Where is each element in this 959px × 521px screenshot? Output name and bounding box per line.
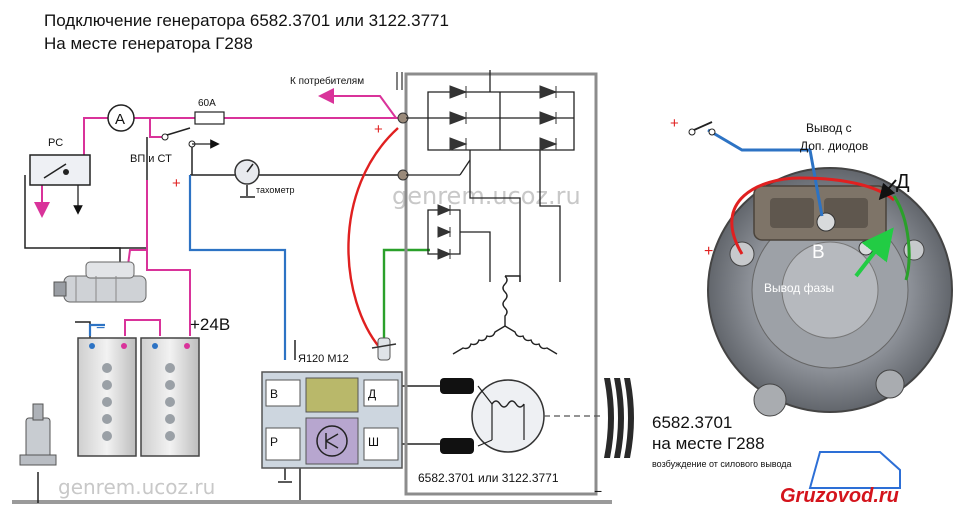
tachometer-label: тахометр	[256, 185, 294, 195]
photo-excitation: возбуждение от силового вывода	[652, 459, 792, 469]
battery-left	[77, 337, 137, 457]
fuse-label: 60А	[198, 98, 216, 109]
tachometer: тахометр	[234, 159, 294, 195]
title-line2: На месте генератора Г288	[44, 34, 253, 53]
consumers-label: К потребителям	[290, 75, 364, 87]
generator-frame: 6582.3701 или 3122.3771 −	[396, 72, 602, 499]
voltage-regulator: Я120 М12 В Р Д Ш	[261, 337, 403, 469]
relay-label: РС	[48, 137, 63, 149]
photo-terminal-d: Д	[896, 171, 910, 193]
photo-diode-output-line1: Вывод с	[806, 121, 852, 135]
watermark-bottom: genrem.ucoz.ru	[58, 475, 215, 499]
title-line1: Подключение генератора 6582.3701 или 312…	[44, 11, 449, 30]
brand-logo: Gruzovod.ru	[780, 451, 901, 507]
photo-replaces: на месте Г288	[652, 434, 765, 453]
regulator-terminal-sh: Ш	[368, 435, 379, 449]
ignition-switch: ВП и СТ +	[130, 127, 220, 192]
photo-black-arrow	[878, 179, 897, 201]
voltage-label: +24В	[190, 315, 230, 334]
red-excitation-wire	[347, 127, 399, 349]
relay-rs: РС	[29, 137, 91, 186]
photo-terminal-b: В	[812, 242, 825, 263]
switch-plus: +	[172, 175, 181, 192]
alternator-photo	[707, 167, 953, 417]
photo-switch: +	[670, 115, 716, 136]
b-plus: +	[374, 121, 383, 138]
diode-bridge	[406, 70, 575, 282]
switch-label: ВП и СТ	[130, 153, 172, 165]
photo-green-arrow	[854, 227, 894, 278]
generator-model-label: 6582.3701 или 3122.3771	[418, 471, 559, 485]
photo-red-wire	[730, 176, 895, 255]
regulator-label: Я120 М12	[298, 353, 349, 365]
stator-windings	[452, 275, 558, 355]
battery-ground-switch	[19, 403, 57, 466]
brand-text: Gruzovod.ru	[780, 485, 899, 507]
rotor	[440, 378, 600, 454]
generator-minus: −	[594, 483, 602, 499]
blue-wiring	[88, 175, 287, 360]
regulator-terminal-d: Д	[368, 387, 376, 401]
fuse: 60А	[194, 98, 225, 125]
photo-blue-wire	[707, 128, 824, 217]
battery-minus: −	[96, 320, 105, 337]
ammeter-label: A	[115, 111, 125, 128]
ammeter: A	[107, 104, 135, 132]
battery-right	[140, 337, 200, 457]
photo-switch-plus: +	[670, 115, 679, 132]
photo-b-plus: +	[704, 243, 713, 260]
pulley	[604, 378, 634, 458]
regulator-terminal-b: В	[270, 387, 278, 401]
photo-model: 6582.3701	[652, 413, 732, 432]
diodes	[437, 85, 558, 260]
green-wire	[382, 248, 430, 348]
regulator-terminal-p: Р	[270, 435, 278, 449]
photo-phase-output: Вывод фазы	[764, 281, 834, 295]
photo-diode-output-line2: Доп. диодов	[800, 139, 868, 153]
photo-green-wire	[892, 195, 911, 281]
starter-motor	[53, 261, 147, 303]
watermark-top: genrem.ucoz.ru	[392, 182, 581, 210]
